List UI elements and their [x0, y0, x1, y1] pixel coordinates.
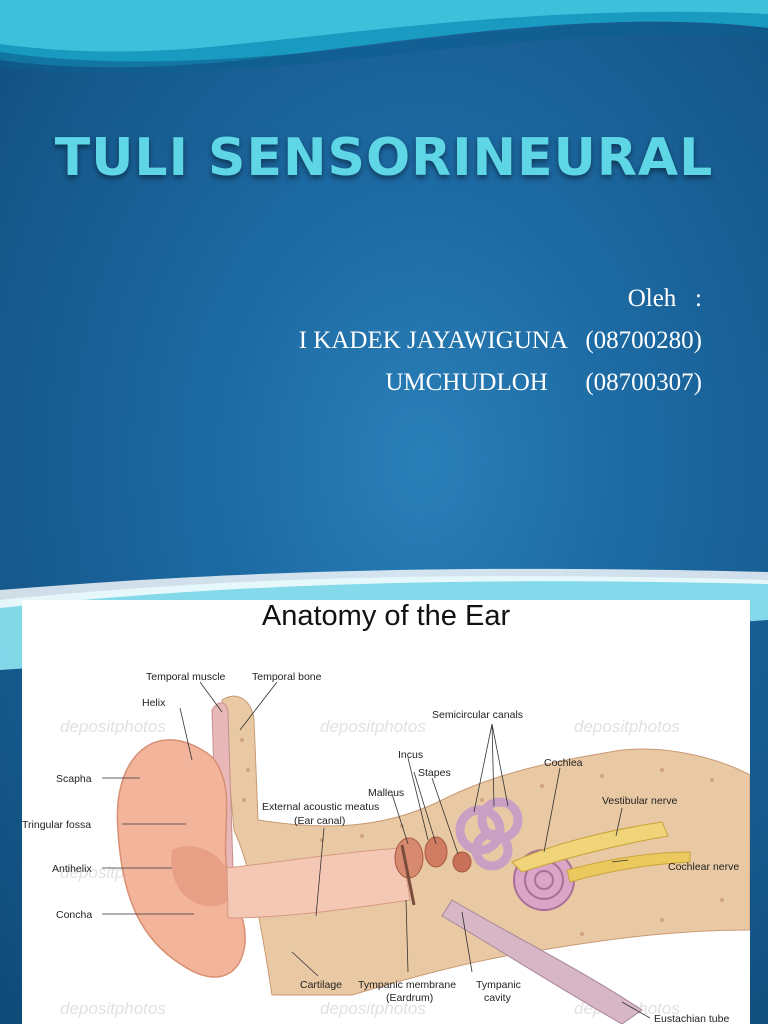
label-triangular-fossa: Tringular fossa [22, 819, 91, 831]
label-antihelix: Antihelix [52, 863, 92, 875]
author-line: I KADEK JAYAWIGUNA (08700280) [298, 327, 702, 354]
label-semicircular-canals: Semicircular canals [432, 709, 523, 721]
slide-title: TULI SENSORINEURAL [54, 128, 714, 188]
label-eustachian-tube: Eustachian tube [654, 1013, 729, 1024]
concha-shape [171, 846, 233, 907]
ear-illustration: depositphotos depositphotos depositphoto… [22, 671, 750, 1024]
label-tympanic-cavity: Tympanic [476, 979, 521, 991]
watermark: depositphotos [60, 999, 166, 1018]
label-incus: Incus [398, 749, 423, 761]
semicircular-canals-shape [455, 797, 523, 871]
bone-texture [240, 738, 724, 952]
label-concha: Concha [56, 909, 92, 921]
label-ear-canal: External acoustic meatus [262, 801, 379, 813]
top-wave-decoration [0, 0, 768, 74]
author-line: Oleh : [627, 285, 702, 312]
label-malleus: Malleus [368, 787, 404, 799]
leader-lines [102, 681, 651, 1019]
watermark: depositphotos [574, 717, 680, 736]
label-temporal-muscle: Temporal muscle [146, 671, 226, 683]
label-scapha: Scapha [56, 773, 92, 785]
label-cochlear-nerve: Cochlear nerve [668, 861, 739, 873]
label-temporal-bone: Temporal bone [252, 671, 322, 683]
label-ear-canal-sub: (Ear canal) [294, 815, 345, 827]
cochlear-nerve-bundle-shape [566, 851, 691, 883]
eustachian-tube-shape [441, 899, 643, 1024]
stapes-shape [452, 851, 472, 873]
malleus-shape [394, 837, 424, 879]
ear-canal-shape [226, 847, 411, 919]
label-cochlea: Cochlea [544, 757, 583, 769]
eardrum-shape [400, 844, 416, 906]
label-vestibular-nerve: Vestibular nerve [602, 795, 677, 807]
watermark: depositphotos [60, 717, 166, 736]
label-cartilage: Cartilage [300, 979, 342, 991]
label-tympanic-membrane-sub: (Eardrum) [386, 992, 433, 1004]
label-tympanic-membrane: Tympanic membrane [358, 979, 456, 991]
watermark: depositphotos [320, 717, 426, 736]
watermark: depositphotos [320, 999, 426, 1018]
author-line: UMCHUDLOH (08700307) [385, 369, 702, 396]
label-stapes: Stapes [418, 767, 451, 779]
ear-anatomy-diagram: Anatomy of the Ear depositphotos deposit… [22, 600, 750, 1024]
nerve-bundle-shape [511, 821, 669, 873]
authors-block: Oleh : I KADEK JAYAWIGUNA (08700280) UMC… [299, 278, 702, 404]
label-tympanic-cavity-sub: cavity [484, 992, 512, 1004]
diagram-title: Anatomy of the Ear [261, 600, 511, 632]
incus-shape [424, 836, 448, 868]
label-helix: Helix [142, 697, 166, 709]
